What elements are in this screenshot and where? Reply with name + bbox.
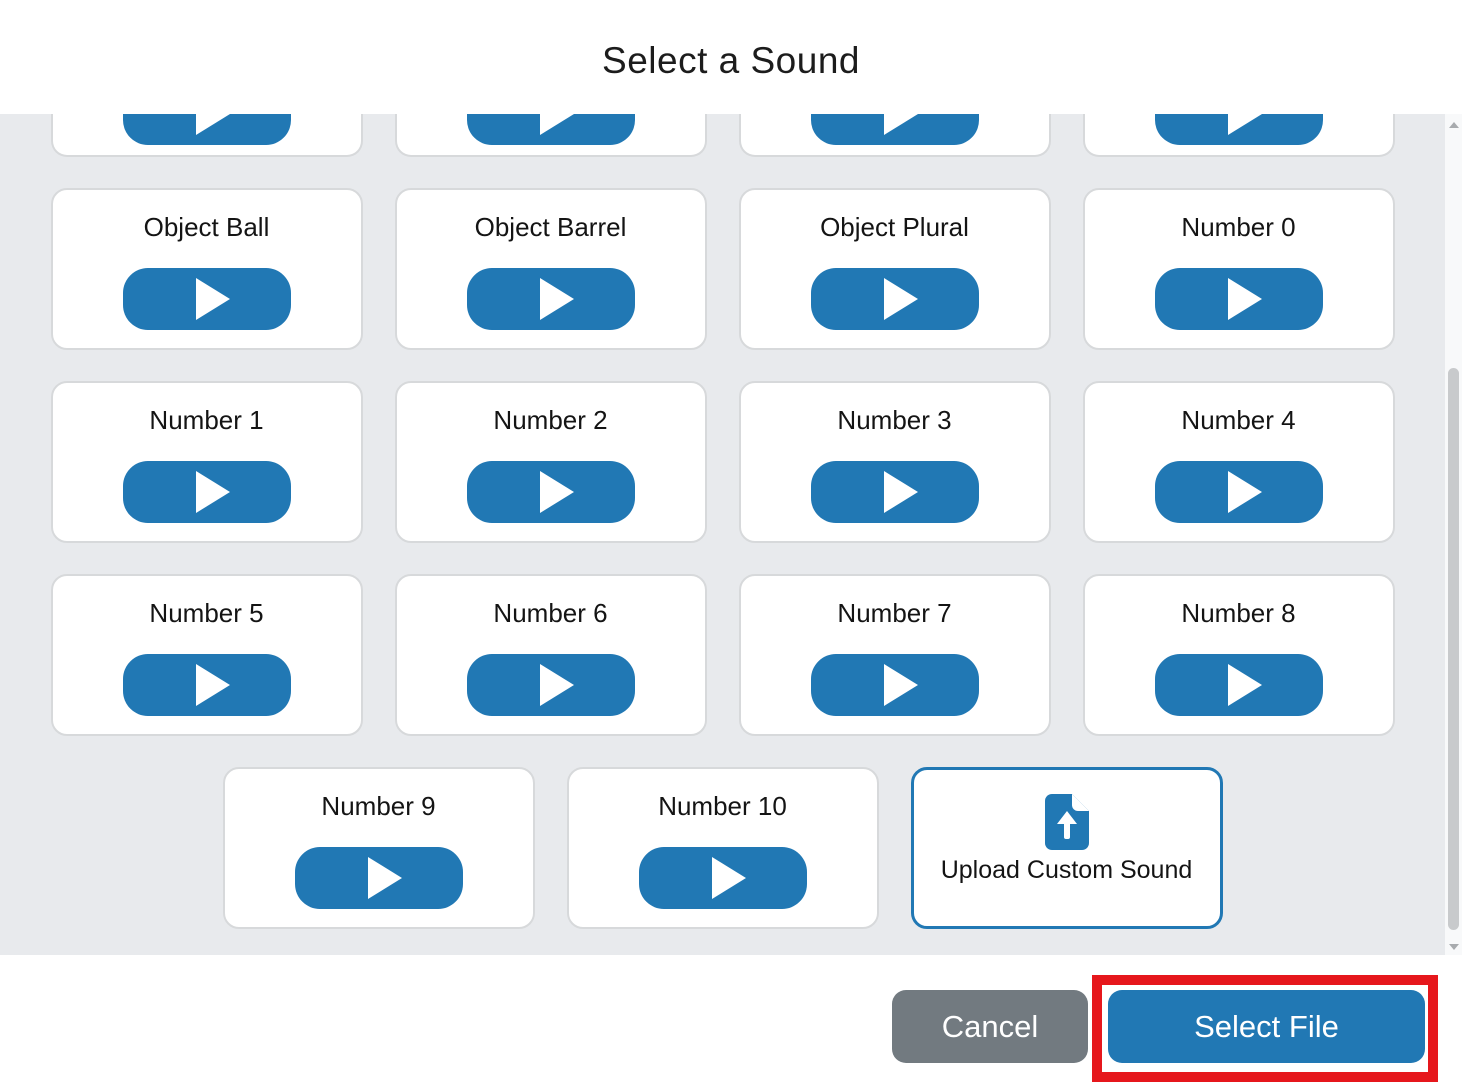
sound-grid-scroll-area[interactable]: Object Ball Object Barrel Object Plural …	[0, 114, 1445, 955]
play-button[interactable]	[638, 847, 807, 909]
play-button[interactable]	[122, 654, 291, 716]
select-file-button[interactable]: Select File	[1108, 990, 1425, 1063]
play-icon	[367, 857, 402, 899]
play-icon	[1227, 114, 1262, 135]
play-icon	[539, 114, 574, 135]
sound-card-partial[interactable]	[394, 114, 707, 157]
sound-card-number-3[interactable]: Number 3	[738, 381, 1051, 543]
play-icon	[195, 471, 230, 513]
play-button[interactable]	[810, 461, 979, 523]
sound-card-label: Number 8	[1181, 598, 1296, 628]
play-button[interactable]	[466, 654, 635, 716]
play-button[interactable]	[466, 461, 635, 523]
play-icon	[539, 278, 574, 320]
sound-card-label: Number 4	[1181, 405, 1296, 435]
play-button[interactable]	[1154, 461, 1323, 523]
sound-card-number-0[interactable]: Number 0	[1082, 188, 1395, 350]
play-icon	[195, 278, 230, 320]
play-icon	[195, 664, 230, 706]
upload-custom-sound-card[interactable]: Upload Custom Sound	[910, 767, 1223, 929]
sound-row: Number 1 Number 2 Number 3 Number 4	[0, 381, 1445, 543]
play-icon	[883, 471, 918, 513]
sound-card-object-ball[interactable]: Object Ball	[50, 188, 363, 350]
cancel-button[interactable]: Cancel	[892, 990, 1088, 1063]
play-button[interactable]	[1154, 654, 1323, 716]
play-button[interactable]	[122, 461, 291, 523]
sound-row: Object Ball Object Barrel Object Plural …	[0, 188, 1445, 350]
dialog-header: Select a Sound	[0, 0, 1462, 114]
play-icon	[1227, 278, 1262, 320]
play-icon	[711, 857, 746, 899]
play-button[interactable]	[1154, 268, 1323, 330]
play-button[interactable]	[810, 114, 979, 145]
sound-card-number-1[interactable]: Number 1	[50, 381, 363, 543]
sound-card-label: Number 5	[149, 598, 264, 628]
play-icon	[539, 664, 574, 706]
sound-card-label: Number 0	[1181, 212, 1296, 242]
play-icon	[1227, 471, 1262, 513]
dialog-title: Select a Sound	[602, 40, 860, 81]
play-button[interactable]	[1154, 114, 1323, 145]
scrollbar-up-arrow-icon[interactable]	[1449, 122, 1459, 128]
upload-custom-sound-label: Upload Custom Sound	[940, 856, 1193, 884]
sound-card-label: Number 7	[837, 598, 952, 628]
play-button[interactable]	[810, 268, 979, 330]
sound-row: Number 9 Number 10	[0, 767, 1445, 929]
play-icon	[883, 664, 918, 706]
sound-card-label: Number 6	[493, 598, 608, 628]
sound-card-label: Number 10	[658, 791, 787, 821]
play-icon	[539, 471, 574, 513]
sound-card-partial[interactable]	[50, 114, 363, 157]
play-button[interactable]	[122, 268, 291, 330]
dialog-footer: Cancel Select File	[0, 955, 1462, 1090]
sound-card-object-plural[interactable]: Object Plural	[738, 188, 1051, 350]
sound-card-partial[interactable]	[738, 114, 1051, 157]
scrollbar-down-arrow-icon[interactable]	[1449, 944, 1459, 950]
sound-card-number-5[interactable]: Number 5	[50, 574, 363, 736]
sound-card-number-6[interactable]: Number 6	[394, 574, 707, 736]
play-icon	[883, 114, 918, 135]
file-upload-icon	[914, 794, 1220, 850]
scrollbar-thumb[interactable]	[1448, 368, 1459, 930]
play-icon	[883, 278, 918, 320]
sound-card-label: Number 2	[493, 405, 608, 435]
sound-card-number-10[interactable]: Number 10	[566, 767, 879, 929]
sound-row: Number 5 Number 6 Number 7 Number 8	[0, 574, 1445, 736]
play-icon	[1227, 664, 1262, 706]
sound-card-number-7[interactable]: Number 7	[738, 574, 1051, 736]
play-button[interactable]	[122, 114, 291, 145]
play-button[interactable]	[466, 268, 635, 330]
sound-row-partial	[0, 114, 1445, 157]
vertical-scrollbar[interactable]	[1445, 114, 1462, 958]
sound-card-label: Object Ball	[143, 212, 270, 242]
play-button[interactable]	[466, 114, 635, 145]
sound-card-label: Number 3	[837, 405, 952, 435]
sound-card-object-barrel[interactable]: Object Barrel	[394, 188, 707, 350]
sound-card-number-4[interactable]: Number 4	[1082, 381, 1395, 543]
play-button[interactable]	[294, 847, 463, 909]
sound-card-label: Number 9	[321, 791, 436, 821]
play-button[interactable]	[810, 654, 979, 716]
sound-card-number-9[interactable]: Number 9	[222, 767, 535, 929]
sound-card-label: Object Plural	[820, 212, 969, 242]
sound-card-partial[interactable]	[1082, 114, 1395, 157]
sound-card-label: Number 1	[149, 405, 264, 435]
play-icon	[195, 114, 230, 135]
sound-card-number-8[interactable]: Number 8	[1082, 574, 1395, 736]
sound-card-number-2[interactable]: Number 2	[394, 381, 707, 543]
sound-card-label: Object Barrel	[474, 212, 627, 242]
